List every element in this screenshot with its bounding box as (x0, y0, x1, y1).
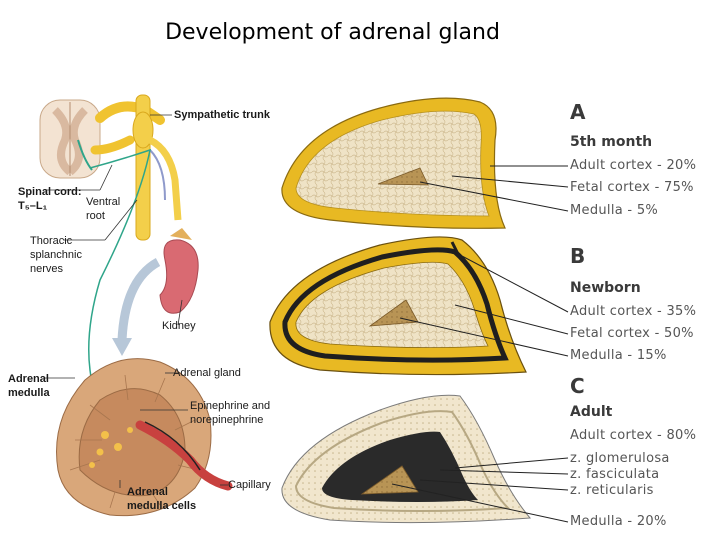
panel-c-letter: C (570, 374, 585, 398)
left-leader-lines (45, 114, 228, 488)
capillary-label: Capillary (228, 479, 271, 491)
panel-c-section (281, 394, 532, 524)
adrenal-gland-label: Adrenal gland (173, 367, 241, 379)
panel-a-letter: A (570, 100, 586, 124)
panel-c-medulla: Medulla - 20% (570, 514, 667, 529)
ventral-root-label-2: root (86, 210, 105, 222)
epinephrine-label-2: norepinephrine (190, 414, 264, 426)
kidney-label: Kidney (162, 320, 196, 332)
panel-c-fasciculata: z. fasciculata (570, 467, 660, 482)
spinal-cord-segment-label: T₅–L₁ (18, 200, 48, 212)
sympathetic-trunk-label: Sympathetic trunk (174, 109, 270, 121)
spinal-cord-section (39, 99, 101, 179)
thoracic-label-3: nerves (30, 263, 64, 275)
panel-b-section (269, 236, 527, 376)
panel-c-stage: Adult (570, 404, 613, 420)
epinephrine-label-1: Epinephrine and (190, 400, 271, 412)
panel-c-reticularis: z. reticularis (570, 483, 654, 498)
panel-a-stage: 5th month (570, 134, 653, 150)
panel-c-adult-cortex: Adult cortex - 80% (570, 428, 697, 443)
panel-b-fetal-cortex: Fetal cortex - 50% (570, 326, 694, 341)
spinal-cord-label: Spinal cord: (18, 186, 82, 198)
ventral-root-label-1: Ventral (86, 196, 121, 208)
thoracic-label-1: Thoracic (30, 235, 73, 247)
panel-a-fetal-cortex: Fetal cortex - 75% (570, 180, 694, 195)
sympathetic-trunk (90, 94, 182, 241)
panel-b-stage: Newborn (570, 280, 641, 296)
adrenal-medulla-label-2: medulla (8, 387, 50, 399)
panel-c-glomerulosa: z. glomerulosa (570, 451, 670, 466)
panel-a-section (281, 97, 506, 229)
adrenal-gland-cutaway (56, 358, 212, 517)
right-leader-lines (391, 165, 569, 523)
medulla-cells-label-1: Adrenal (127, 486, 168, 498)
adrenal-medulla-label-1: Adrenal (8, 373, 49, 385)
page-title: Development of adrenal gland (165, 20, 500, 45)
panel-a-medulla: Medulla - 5% (570, 203, 659, 218)
panel-b-letter: B (570, 244, 586, 268)
medulla-cells-label-2: medulla cells (127, 500, 197, 512)
panel-b-medulla: Medulla - 15% (570, 348, 667, 363)
zoom-arrow (117, 258, 161, 341)
panel-a-adult-cortex: Adult cortex - 20% (570, 158, 697, 173)
kidney (159, 228, 199, 314)
thoracic-label-2: splanchnic (30, 249, 82, 261)
capillary-vessel (135, 420, 233, 491)
panel-b-adult-cortex: Adult cortex - 35% (570, 304, 697, 319)
